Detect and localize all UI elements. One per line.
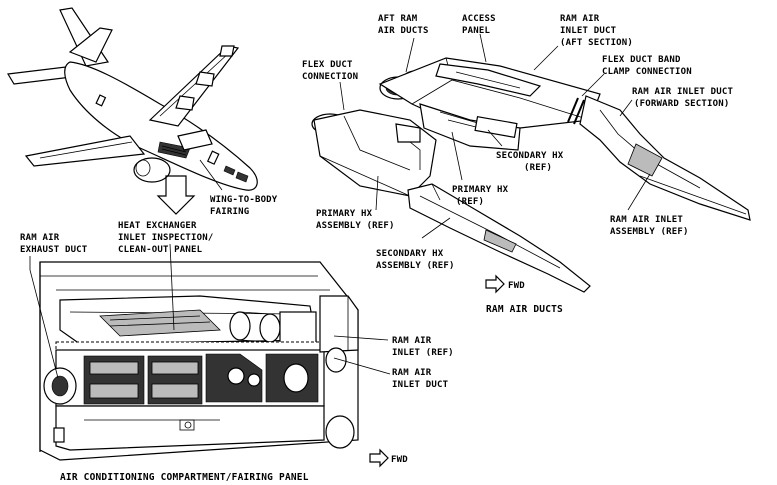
label-wing-to-body-fairing: WING-TO-BODY <box>210 195 278 205</box>
labels: AFT RAM AIR DUCTS ACCESS PANEL RAM AIR I… <box>20 14 734 483</box>
label-primary-hx-ref: (REF) <box>456 197 484 207</box>
label-access-panel: ACCESS <box>462 14 496 24</box>
label-ram-air-inlet-duct-fwd: RAM AIR INLET DUCT <box>632 87 734 97</box>
leader-lines-bottom <box>29 243 391 379</box>
label-secondary-hx-assembly: SECONDARY HX <box>376 249 444 259</box>
label-ram-air-exhaust-duct: EXHAUST DUCT <box>20 245 88 255</box>
label-aft-ram-air-ducts: AFT RAM <box>378 14 418 24</box>
label-secondary-hx-ref: (REF) <box>524 163 552 173</box>
label-ram-air-inlet-ref: INLET (REF) <box>392 348 454 358</box>
label-ram-air-inlet-duct: INLET DUCT <box>392 380 449 390</box>
label-heat-exchanger-inlet: INLET INSPECTION/ <box>118 233 214 243</box>
label-primary-hx-assembly: ASSEMBLY (REF) <box>316 221 395 231</box>
label-heat-exchanger-inlet: CLEAN-OUT PANEL <box>118 245 203 255</box>
label-heat-exchanger-inlet: HEAT EXCHANGER <box>118 221 197 231</box>
label-flex-duct-band-clamp: FLEX DUCT BAND <box>602 55 681 65</box>
label-flex-duct-connection: FLEX DUCT <box>302 60 353 70</box>
label-ram-air-inlet-duct-fwd: (FORWARD SECTION) <box>634 99 730 109</box>
label-ram-air-inlet-assembly: ASSEMBLY (REF) <box>610 227 689 237</box>
label-ram-air-inlet-duct-aft: (AFT SECTION) <box>560 38 633 48</box>
label-secondary-hx-ref: SECONDARY HX <box>496 151 564 161</box>
label-aft-ram-air-ducts: AIR DUCTS <box>378 26 429 36</box>
label-ram-air-exhaust-duct: RAM AIR <box>20 233 60 243</box>
leader-lines-top <box>339 33 651 239</box>
label-primary-hx-ref: PRIMARY HX <box>452 185 509 195</box>
label-fwd-bottom: FWD <box>391 455 408 465</box>
ram-air-ducts-illustration <box>311 57 751 294</box>
label-ram-air-inlet-assembly: RAM AIR INLET <box>610 215 683 225</box>
label-ram-air-inlet-duct: RAM AIR <box>392 368 432 378</box>
title-ram-air-ducts: RAM AIR DUCTS <box>486 304 563 315</box>
title-air-conditioning-compartment: AIR CONDITIONING COMPARTMENT/FAIRING PAN… <box>60 472 309 483</box>
label-wing-to-body-fairing: FAIRING <box>210 207 249 217</box>
airplane-illustration <box>7 7 258 215</box>
label-flex-duct-connection: CONNECTION <box>302 72 358 82</box>
label-secondary-hx-assembly: ASSEMBLY (REF) <box>376 261 455 271</box>
ac-compartment-illustration <box>39 261 389 468</box>
label-ram-air-inlet-duct-aft: RAM AIR <box>560 14 600 24</box>
label-ram-air-inlet-duct-aft: INLET DUCT <box>560 26 617 36</box>
label-access-panel: PANEL <box>462 26 490 36</box>
label-primary-hx-assembly: PRIMARY HX <box>316 209 373 219</box>
label-flex-duct-band-clamp: CLAMP CONNECTION <box>602 67 692 77</box>
label-ram-air-inlet-ref: RAM AIR <box>392 336 432 346</box>
label-fwd-top: FWD <box>508 281 525 291</box>
